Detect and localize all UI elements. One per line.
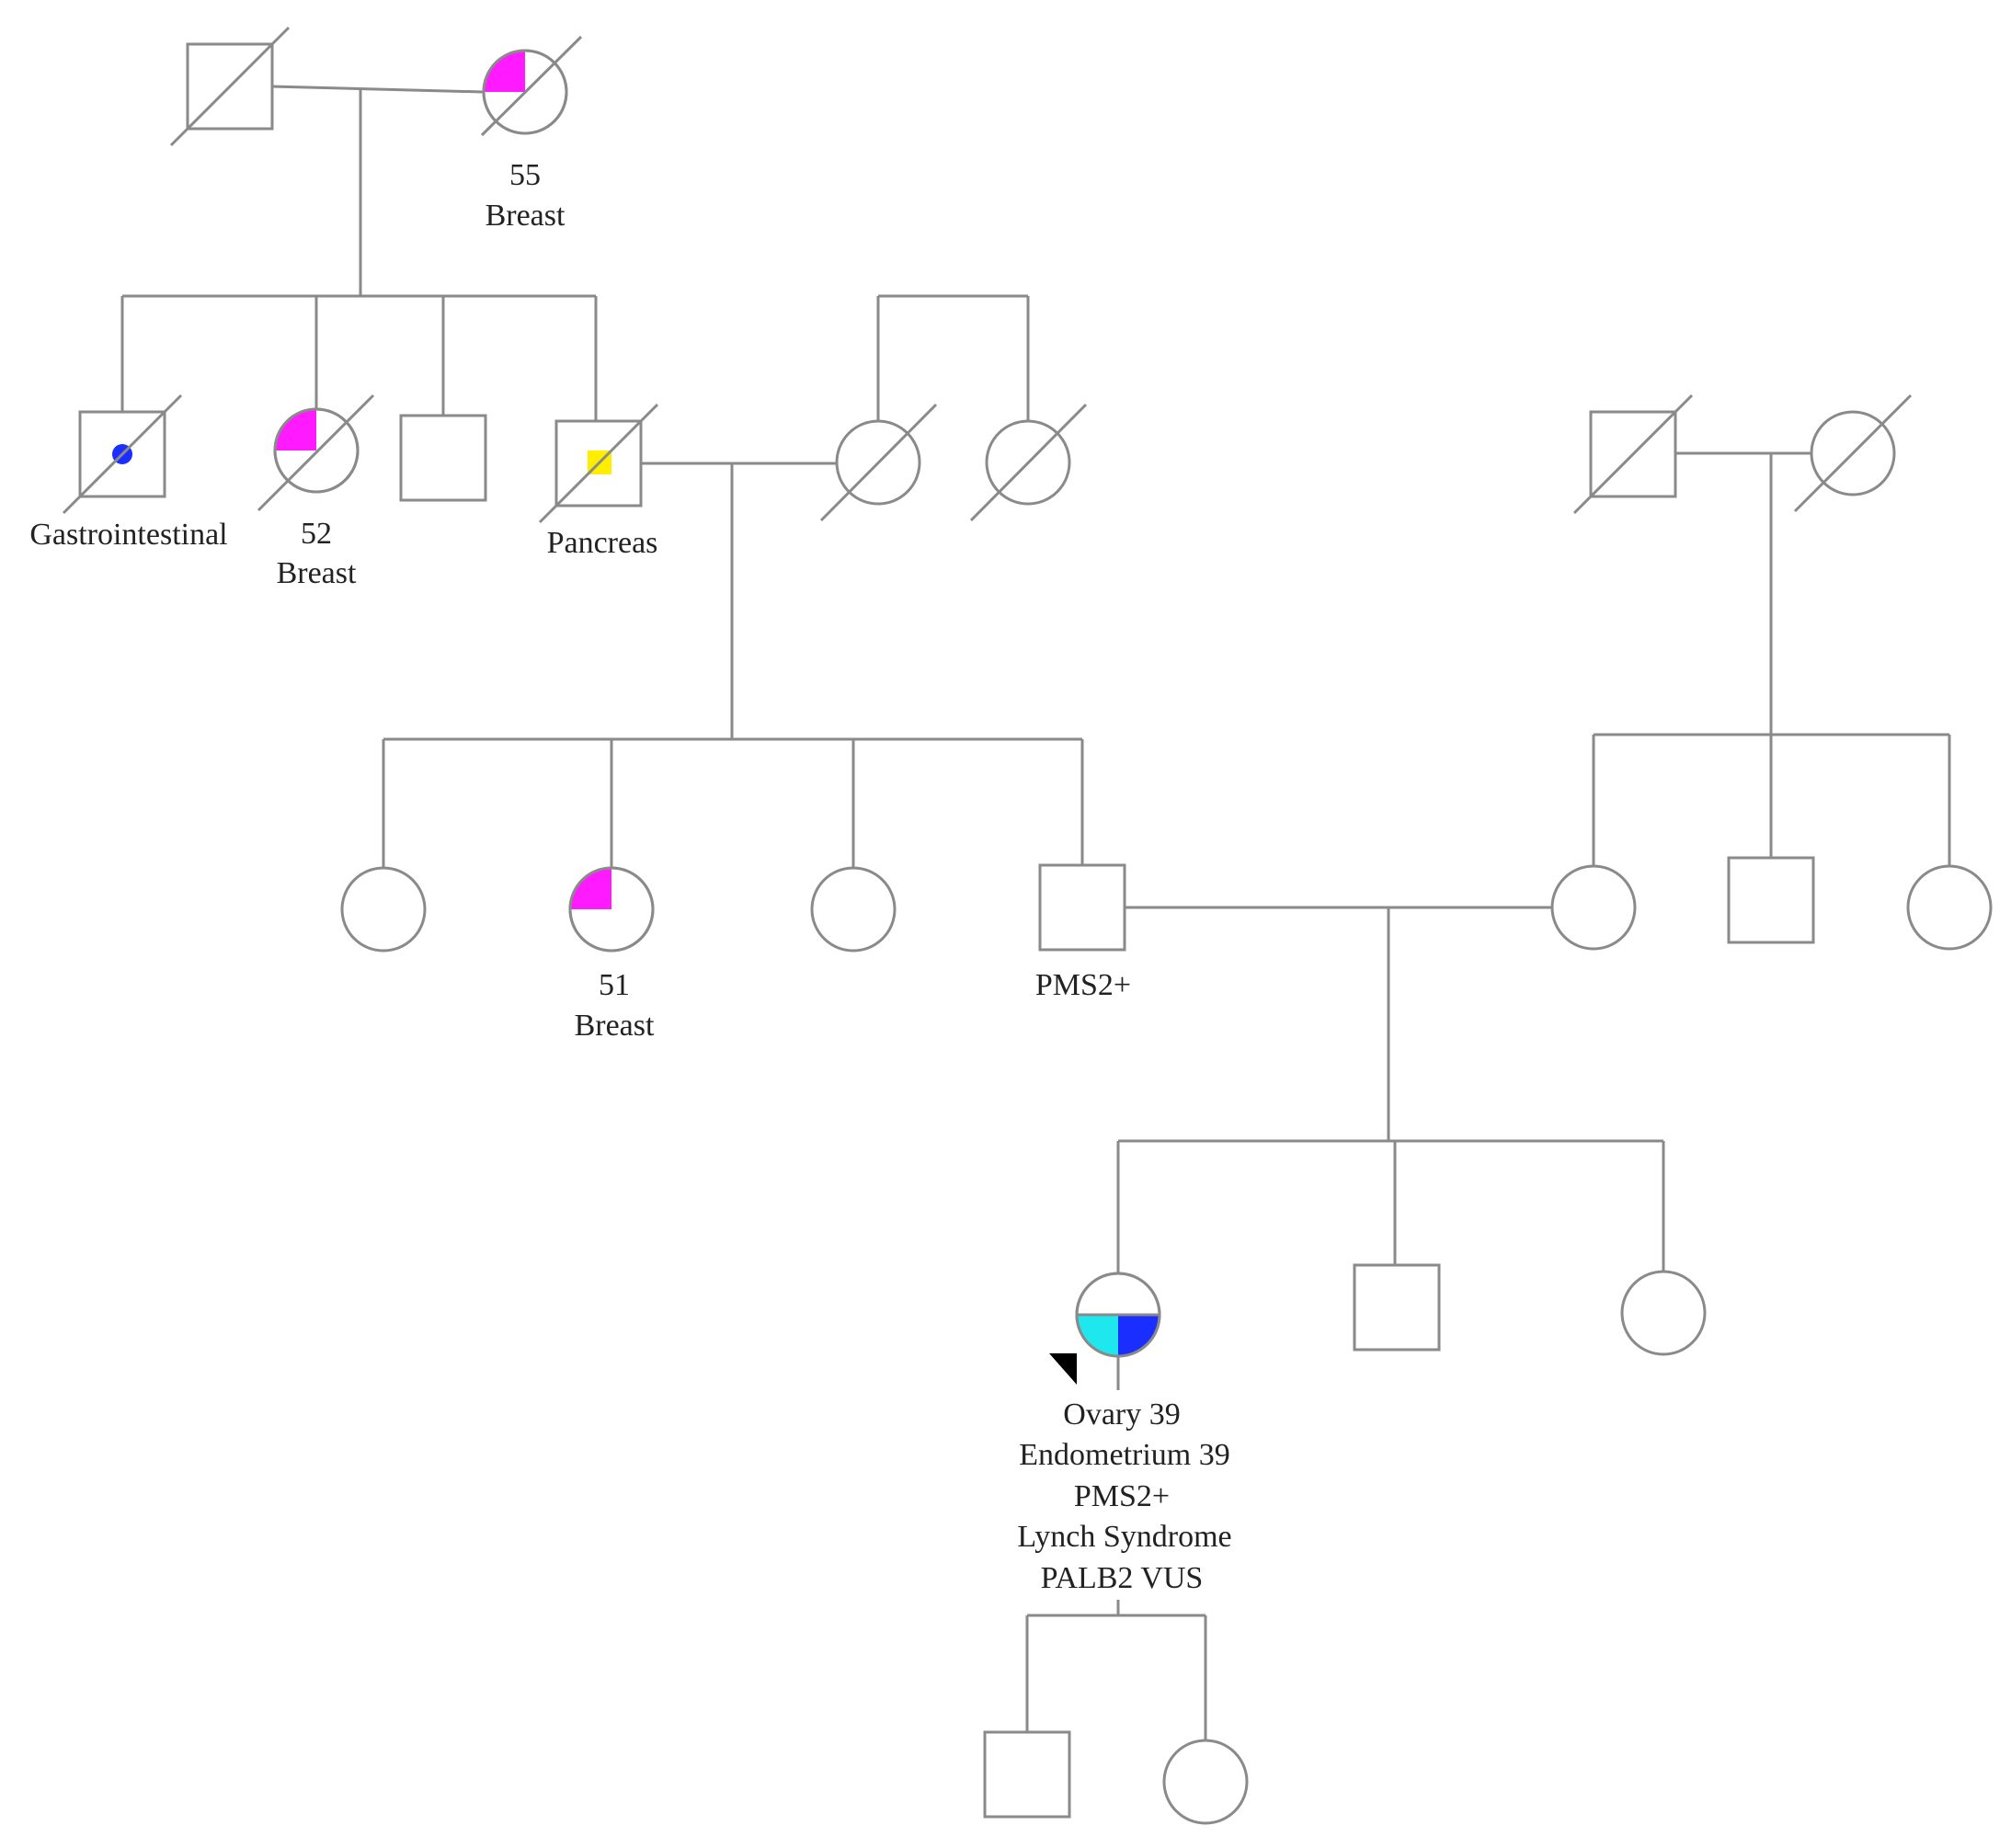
individual-g1-mother: 55 Breast [480, 35, 583, 233]
male-symbol [1038, 863, 1126, 952]
individual-aunt-1 [340, 866, 427, 953]
male-symbol [983, 1730, 1071, 1819]
breast-cancer-fill [570, 868, 611, 909]
endometrium-cancer-fill [1118, 1315, 1160, 1356]
male-symbol [399, 414, 487, 502]
individual-proband: Ovary 39 Endometrium 39 PMS2+ Lynch Synd… [1017, 1272, 1232, 1595]
label-line: Endometrium 39 [1019, 1438, 1229, 1472]
ovary-cancer-fill [1077, 1315, 1118, 1356]
label-line: Breast [486, 199, 566, 233]
deceased-slash [169, 26, 291, 147]
individual-maternal-aunt [1906, 864, 1993, 951]
connector-lines [120, 85, 1951, 1740]
breast-cancer-fill [275, 409, 316, 451]
deceased-slash [62, 394, 183, 515]
label-line: Pancreas [547, 526, 658, 560]
female-outline [1075, 1272, 1161, 1358]
individual-g1-father [169, 26, 291, 147]
female-outline [273, 407, 360, 494]
deceased-slash [819, 403, 938, 522]
female-outline [568, 866, 655, 953]
label-line: PALB2 VUS [1041, 1561, 1204, 1595]
male-symbol [1727, 856, 1815, 944]
label-line: 52 [301, 517, 332, 551]
individual-maternal-uncle [1727, 856, 1815, 944]
individual-maternal-grandmother [1793, 394, 1913, 513]
female-symbol [1906, 864, 1993, 951]
individual-son [983, 1730, 1071, 1819]
couple-line-gen1 [270, 85, 484, 94]
individual-mother [1550, 864, 1637, 951]
individual-brother [1353, 1263, 1441, 1352]
female-symbol [1620, 1270, 1707, 1356]
label-line: Breast [277, 556, 357, 590]
female-symbol [1162, 1739, 1249, 1825]
female-symbol [1550, 864, 1637, 951]
deceased-slash [1572, 394, 1694, 515]
individual-g2-brother-1: Gastrointestinal [29, 394, 228, 552]
label-line: Ovary 39 [1063, 1397, 1180, 1432]
individual-aunt-2: 51 Breast [568, 866, 655, 1043]
female-symbol [810, 866, 897, 953]
label-line: PMS2+ [1035, 968, 1131, 1002]
male-symbol [1353, 1263, 1441, 1352]
individual-maternal-grandfather [1572, 394, 1694, 515]
individual-g2-brother-2 [399, 414, 487, 502]
deceased-slash [1793, 394, 1913, 513]
individual-grandmother-sister [969, 403, 1088, 522]
deceased-slash [969, 403, 1088, 522]
individual-aunt-3 [810, 866, 897, 953]
breast-cancer-fill [484, 51, 525, 92]
label-line: PMS2+ [1074, 1479, 1170, 1513]
label-line: Gastrointestinal [29, 518, 227, 552]
deceased-slash [257, 394, 375, 512]
individual-sister [1620, 1270, 1707, 1356]
label-line: Lynch Syndrome [1017, 1520, 1231, 1554]
deceased-slash [538, 403, 659, 524]
deceased-slash [480, 35, 583, 137]
label-line: 51 [599, 968, 630, 1002]
female-outline [482, 49, 568, 135]
individual-daughter [1162, 1739, 1249, 1825]
individual-g2-sister: 52 Breast [257, 394, 375, 590]
proband-arrow-icon [1049, 1353, 1077, 1385]
individual-paternal-grandmother [819, 403, 938, 522]
individual-paternal-grandfather: Pancreas [538, 403, 659, 560]
individual-father: PMS2+ [1035, 863, 1131, 1002]
label-line: 55 [509, 158, 541, 192]
female-symbol [340, 866, 427, 953]
label-line: Breast [575, 1009, 655, 1043]
